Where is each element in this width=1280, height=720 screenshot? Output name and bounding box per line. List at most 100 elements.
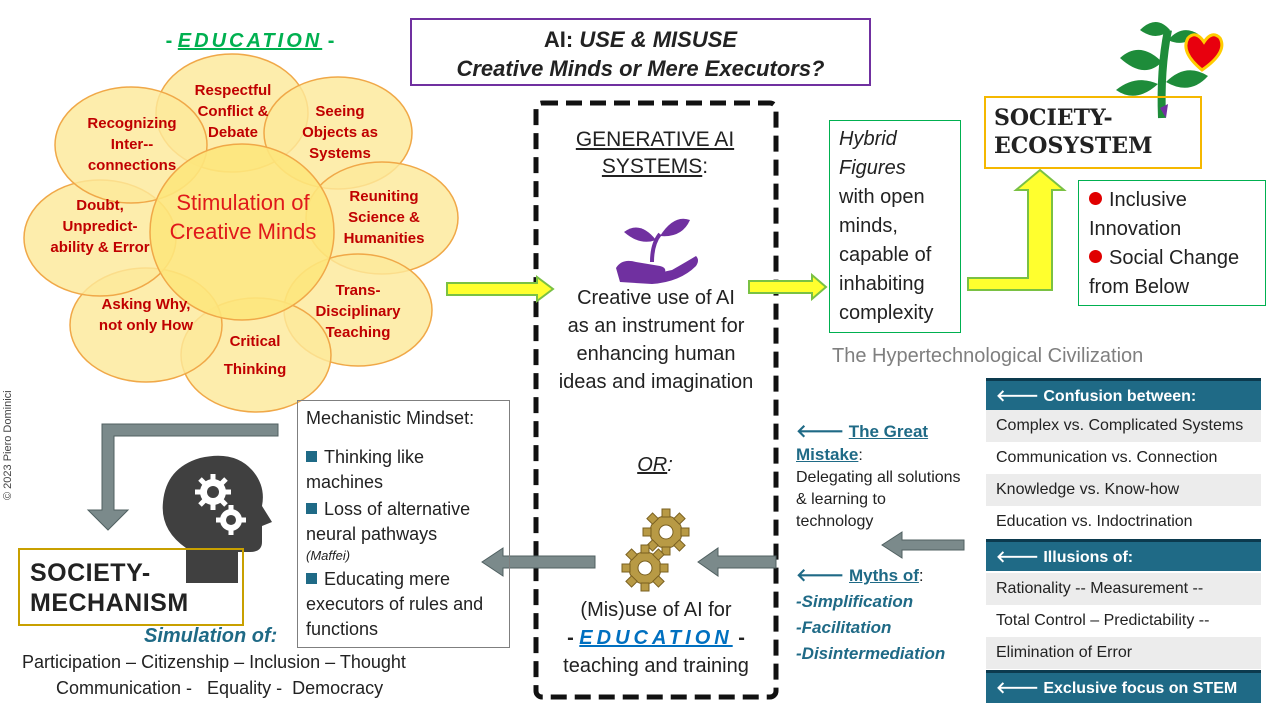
mech-item2-line2: neural pathways — [306, 524, 438, 544]
myth-item: -Disintermediation — [796, 644, 946, 663]
hybrid-line5: capable of — [839, 244, 932, 266]
mech-item1-line1: Thinking like — [324, 447, 425, 467]
petal-label-seeing-objects: Seeing Objects as Systems — [302, 103, 378, 162]
education-header: - EDUCATION - — [150, 30, 350, 53]
or-word: OR — [637, 454, 668, 476]
copyright-label: © 2023 Piero Dominici — [2, 390, 14, 500]
arrow-generative-to-hybrid — [748, 272, 828, 302]
hypertechnological-label: The Hypertechnological Civilization — [832, 345, 1144, 367]
title-use-misuse: USE & MISUSE — [579, 27, 738, 52]
great-mistake-colon: : — [858, 447, 863, 464]
hybrid-figures-box: Hybrid Figures with open minds, capable … — [829, 120, 961, 333]
petal-label-trans-disciplinary: Trans-Disciplinary Teaching — [315, 282, 401, 341]
education-dash-right: - — [322, 30, 335, 52]
ecosystem-label-line2: ECOSYSTEM — [994, 133, 1153, 159]
petal-label-doubt: Doubt, Unpredict-ability & Error — [50, 197, 150, 256]
great-mistake-text-line1: Delegating all solutions — [796, 469, 961, 486]
bullet-square-icon — [306, 503, 317, 514]
myths-block: 🡐 Myths of: -Simplification -Facilitatio… — [796, 562, 976, 667]
simulation-line2: Communication - Equality - Democracy — [56, 678, 384, 698]
table-row: Rationality -- Measurement -- — [986, 573, 1261, 605]
misuse-education: - EDUCATION - — [567, 627, 745, 649]
great-mistake-block: 🡐 The Great Mistake: Delegating all solu… — [796, 420, 976, 533]
petal-label-critical-thinking: Critical Thinking — [223, 333, 287, 378]
bullet2-line1: Social Change — [1109, 247, 1240, 269]
left-arrow-icon: 🡐 — [996, 680, 1039, 697]
misuse-dash-left: - — [567, 627, 580, 649]
great-mistake-text-line2: & learning to — [796, 491, 886, 508]
left-arrow-icon: 🡐 — [796, 421, 845, 441]
mechanistic-title: Mechanistic Mindset: — [306, 408, 475, 428]
ecosystem-label-line1: SOCIETY- — [994, 105, 1113, 131]
page-title: AI: USE & MISUSE Creative Minds or Mere … — [410, 18, 871, 86]
generative-ai-title: GENERATIVE AI SYSTEMS: — [560, 126, 750, 180]
misuse-education-word: EDUCATION — [579, 627, 733, 649]
myth-item: -Facilitation — [796, 618, 892, 637]
mech-item3-line3: functions — [306, 619, 379, 639]
slate-arrows — [86, 423, 965, 577]
petal-label-respectful-conflict: Respectful Conflict & Debate — [194, 82, 272, 141]
or-colon: : — [667, 454, 673, 476]
hybrid-italic-line2: Figures — [839, 157, 906, 179]
arrow-hybrid-to-ecosystem — [967, 168, 1067, 291]
head-gears-icon — [162, 455, 272, 583]
great-mistake-title-line2: Mistake — [796, 445, 859, 464]
generative-title-line2: SYSTEMS — [601, 155, 703, 178]
myth-item: -Simplification — [796, 592, 914, 611]
bullet-square-icon — [306, 451, 317, 462]
table-head-stem: 🡐 Exclusive focus on STEM — [986, 670, 1261, 703]
table-row: Total Control – Predictability -- — [996, 612, 1210, 629]
education-dash-left: - — [165, 30, 178, 52]
table-row: Elimination of Error — [986, 637, 1261, 669]
left-arrow-icon: 🡐 — [996, 549, 1039, 566]
society-mechanism-box: SOCIETY- MECHANISM — [18, 548, 244, 626]
arrow-generative-to-mechanistic — [481, 547, 596, 577]
bullet-square-icon — [306, 573, 317, 584]
gears-icon — [621, 508, 690, 592]
title-line2: Creative Minds or Mere Executors? — [456, 56, 825, 81]
misuse-line3: teaching and training — [563, 655, 749, 677]
table-row: Education vs. Indoctrination — [996, 513, 1193, 530]
table-head-illusions: 🡐 Illusions of: — [986, 539, 1261, 571]
misuse-dash-right: - — [732, 627, 745, 649]
hybrid-line7: complexity — [839, 302, 934, 324]
bullet2-line2: from Below — [1089, 276, 1190, 298]
creative-use-line4: ideas and imagination — [558, 371, 754, 393]
creative-use-line2: as an instrument for — [567, 315, 745, 337]
creative-use-line3: enhancing human — [576, 343, 736, 365]
left-arrow-icon: 🡐 — [996, 388, 1039, 405]
plant-hand-icon — [616, 218, 698, 284]
mech-item1-line2: machines — [306, 472, 384, 492]
or-label: OR: — [620, 454, 690, 477]
table-head-label: Confusion between: — [1043, 388, 1197, 405]
table-head-label: Illusions of: — [1043, 549, 1134, 566]
table-row: Communication vs. Connection — [996, 449, 1218, 466]
center-label-stimulation: Stimulation of Creative Minds — [169, 190, 317, 244]
hybrid-line4: minds, — [839, 215, 898, 237]
petal-recognizing — [54, 86, 208, 204]
hybrid-line6: inhabiting — [839, 273, 925, 295]
generative-ai-dashed-frame — [533, 100, 779, 700]
creative-use-line1: Creative use of AI — [577, 287, 735, 309]
education-word: EDUCATION — [177, 30, 323, 52]
table-row: Complex vs. Complicated Systems — [986, 410, 1261, 442]
table-row: Knowledge vs. Know-how — [986, 474, 1261, 506]
petal-label-reuniting-science: Reuniting Science & Humanities — [343, 188, 425, 247]
arrow-mistake-to-generative — [697, 547, 777, 577]
misuse-text: (Mis)use of AI for - EDUCATION - teachin… — [545, 596, 767, 680]
mech-item3-line1: Educating mere — [324, 569, 451, 589]
bullet-dot-icon — [1089, 192, 1102, 205]
great-mistake-title-line1: The Great — [848, 422, 929, 441]
bullet1-line2: Innovation — [1089, 218, 1182, 240]
yellow-arrows — [446, 168, 1067, 303]
petal-label-asking-why: Asking Why, not only How — [98, 296, 194, 334]
arrow-table-to-mistake — [881, 531, 965, 559]
creative-use-text: Creative use of AI as an instrument for … — [545, 284, 767, 396]
mechanistic-mindset-box: Mechanistic Mindset: Thinking like machin… — [297, 400, 510, 648]
hybrid-italic-line1: Hybrid — [839, 128, 897, 150]
generative-title-colon: : — [702, 155, 709, 178]
simulation-title: Simulation of: — [144, 625, 278, 647]
mechanism-label-line1: SOCIETY- — [30, 559, 151, 587]
education-flower — [23, 53, 459, 413]
bullet1-line1: Inclusive — [1109, 189, 1187, 211]
